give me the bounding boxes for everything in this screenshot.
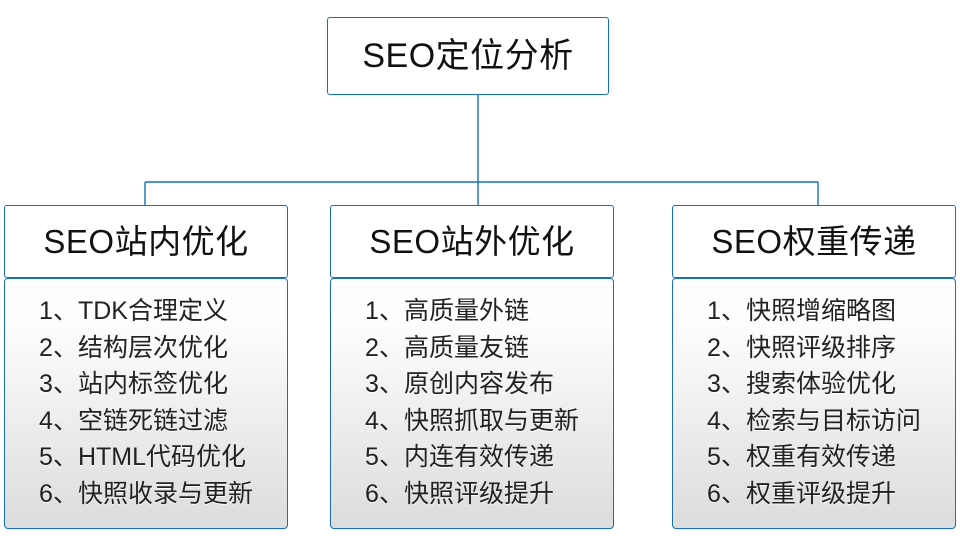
list-item: 1、TDK合理定义 bbox=[39, 297, 228, 325]
branch-column-3: SEO权重传递 1、快照增缩略图 2、快照评级排序 3、搜索体验优化 4、检索与… bbox=[672, 205, 956, 529]
list-item: 2、快照评级排序 bbox=[707, 333, 896, 362]
branch-header-label-2: SEO站外优化 bbox=[369, 223, 575, 260]
branch-body-1: 1、TDK合理定义 2、结构层次优化 3、站内标签优化 4、空链死链过滤 5、H… bbox=[4, 278, 288, 529]
root-node-label: SEO定位分析 bbox=[362, 37, 574, 75]
list-item: 5、内连有效传递 bbox=[365, 443, 554, 471]
branch-header-1[interactable]: SEO站内优化 bbox=[4, 205, 288, 278]
branch-body-2: 1、高质量外链 2、高质量友链 3、原创内容发布 4、快照抓取与更新 5、内连有… bbox=[330, 278, 614, 529]
branch-body-3: 1、快照增缩略图 2、快照评级排序 3、搜索体验优化 4、检索与目标访问 5、权… bbox=[672, 278, 956, 529]
list-item: 3、原创内容发布 bbox=[365, 370, 554, 398]
list-item: 1、快照增缩略图 bbox=[707, 297, 896, 325]
branch-header-label-3: SEO权重传递 bbox=[711, 223, 917, 260]
list-item: 6、权重评级提升 bbox=[707, 479, 896, 508]
list-item: 6、快照收录与更新 bbox=[39, 479, 253, 508]
branch-header-2[interactable]: SEO站外优化 bbox=[330, 205, 614, 278]
list-item: 2、高质量友链 bbox=[365, 333, 529, 362]
branch-header-label-1: SEO站内优化 bbox=[43, 223, 249, 260]
list-item: 6、快照评级提升 bbox=[365, 479, 554, 508]
list-item: 4、空链死链过滤 bbox=[39, 406, 228, 435]
list-item: 2、结构层次优化 bbox=[39, 333, 228, 362]
branch-item-list-1: 1、TDK合理定义 2、结构层次优化 3、站内标签优化 4、空链死链过滤 5、H… bbox=[39, 293, 253, 512]
list-item: 4、快照抓取与更新 bbox=[365, 406, 579, 435]
list-item: 5、HTML代码优化 bbox=[39, 443, 247, 471]
list-item: 5、权重有效传递 bbox=[707, 443, 896, 471]
branch-item-list-3: 1、快照增缩略图 2、快照评级排序 3、搜索体验优化 4、检索与目标访问 5、权… bbox=[707, 293, 921, 512]
branch-item-list-2: 1、高质量外链 2、高质量友链 3、原创内容发布 4、快照抓取与更新 5、内连有… bbox=[365, 293, 579, 512]
list-item: 3、站内标签优化 bbox=[39, 370, 228, 398]
list-item: 4、检索与目标访问 bbox=[707, 406, 921, 435]
root-node[interactable]: SEO定位分析 bbox=[327, 17, 609, 95]
list-item: 1、高质量外链 bbox=[365, 297, 529, 325]
branch-column-2: SEO站外优化 1、高质量外链 2、高质量友链 3、原创内容发布 4、快照抓取与… bbox=[330, 205, 614, 529]
branch-header-3[interactable]: SEO权重传递 bbox=[672, 205, 956, 278]
branch-column-1: SEO站内优化 1、TDK合理定义 2、结构层次优化 3、站内标签优化 4、空链… bbox=[4, 205, 288, 529]
list-item: 3、搜索体验优化 bbox=[707, 370, 896, 398]
